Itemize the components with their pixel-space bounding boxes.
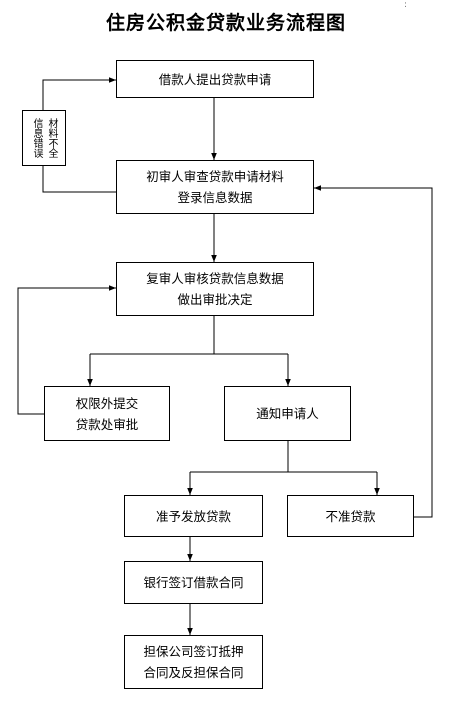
- box-guarantee: 担保公司签订抵押 合同及反担保合同: [124, 635, 263, 689]
- box-reject-line-1: 不准贷款: [325, 508, 376, 524]
- box-first-review-line-1: 初审人审查贷款申请材料: [146, 169, 284, 184]
- box-guarantee-line-1: 担保公司签订抵押: [143, 644, 244, 659]
- box-second-review: 复审人审核贷款信息数据 做出审批决定: [116, 262, 314, 316]
- box-first-review-line-2: 登录信息数据: [177, 190, 253, 205]
- box-approve: 准予发放贷款: [124, 495, 263, 537]
- box-approve-line-1: 准予发放贷款: [155, 508, 231, 524]
- box-bank-contract-line-1: 银行签订借款合同: [143, 575, 244, 590]
- arrow-beyond-back-to-second: [17, 285, 116, 415]
- box-notify: 通知申请人: [224, 386, 351, 441]
- box-second-review-line-2: 做出审批决定: [177, 292, 253, 307]
- side-label-info-error: 信息错误: [31, 118, 42, 158]
- box-reject: 不准贷款: [287, 495, 414, 537]
- arrow-reject-back-to-first: [314, 185, 433, 518]
- box-beyond-authority: 权限外提交 贷款处审批: [44, 386, 170, 441]
- corner-mark: :: [404, 0, 408, 10]
- box-second-review-line-1: 复审人审核贷款信息数据: [146, 271, 284, 286]
- box-notify-line-1: 通知申请人: [256, 406, 319, 421]
- box-first-review: 初审人审查贷款申请材料 登录信息数据: [116, 160, 314, 214]
- side-label-material-incomplete: 材料不全: [46, 118, 57, 158]
- box-apply-line-1: 借款人提出贷款申请: [158, 71, 272, 87]
- box-bank-contract: 银行签订借款合同: [124, 561, 263, 604]
- box-beyond-authority-line-2: 贷款处审批: [75, 416, 139, 432]
- side-note-box: 信息错误 材料不全: [22, 110, 66, 166]
- box-beyond-authority-line-1: 权限外提交: [75, 395, 139, 411]
- box-apply: 借款人提出贷款申请: [116, 60, 314, 98]
- box-guarantee-line-2: 合同及反担保合同: [143, 665, 244, 680]
- page-title: 住房公积金贷款业务流程图: [105, 12, 346, 34]
